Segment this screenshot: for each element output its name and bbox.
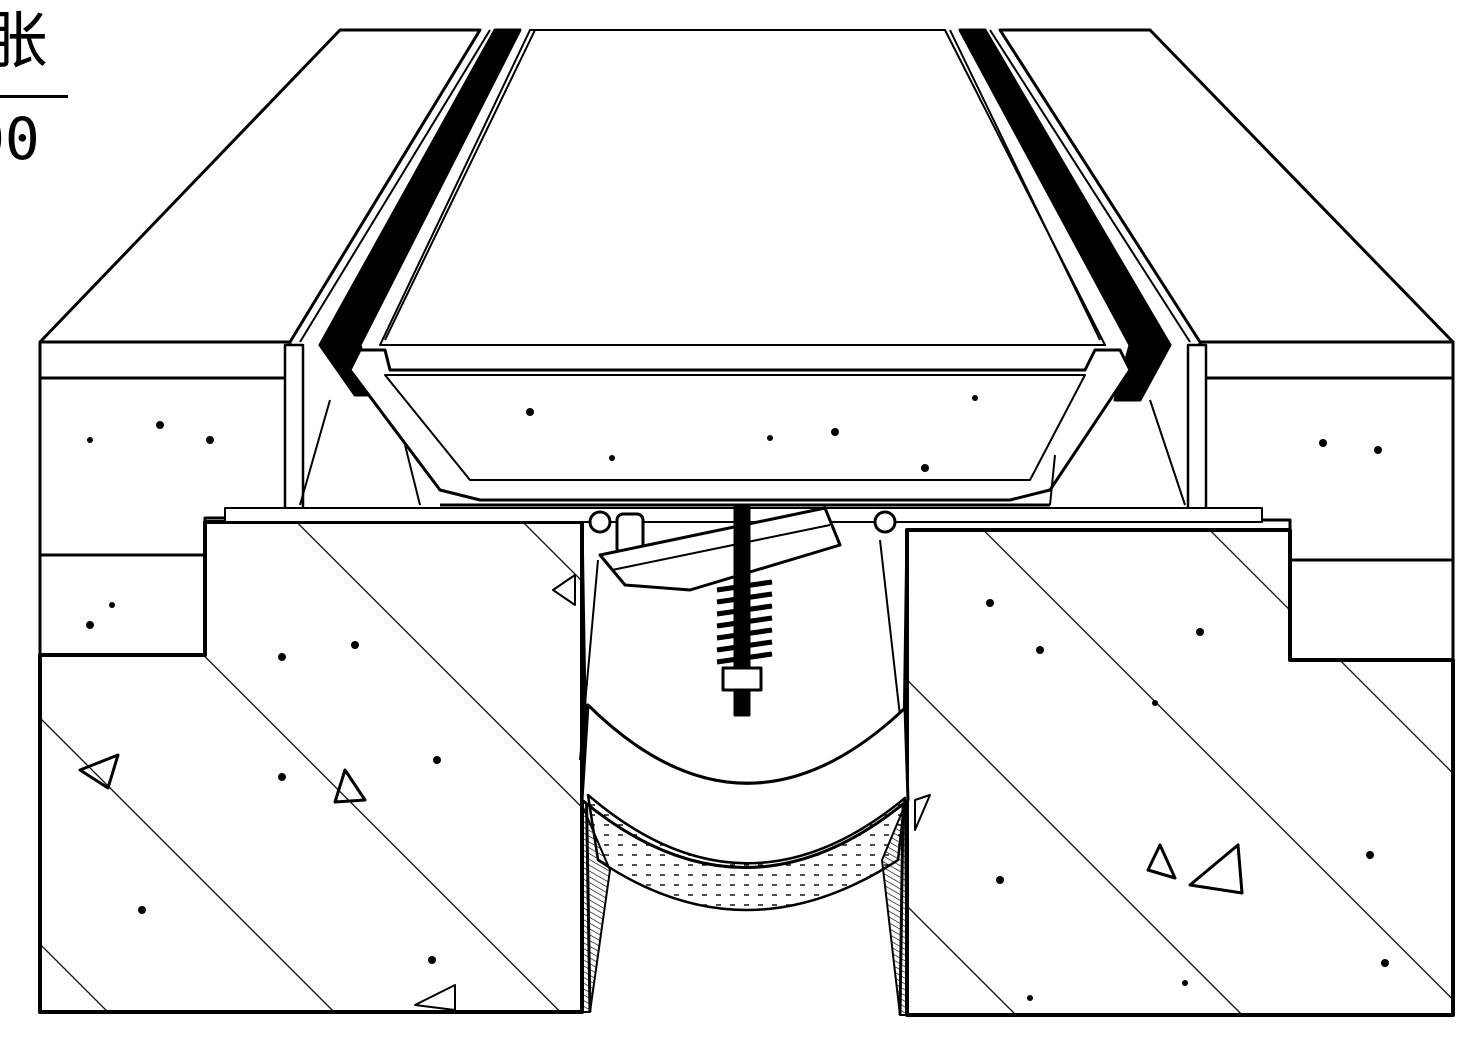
- right-edge-angle: [1186, 343, 1208, 522]
- left-seal: [318, 28, 522, 397]
- spring-nut: [721, 666, 763, 692]
- caption-numerator: 胀: [0, 4, 49, 77]
- spring-coil: [716, 579, 773, 665]
- bracket: [598, 506, 842, 592]
- right-bolt-head: [873, 510, 897, 534]
- right-rebate: [1288, 558, 1455, 662]
- left-sealant: [581, 804, 611, 1013]
- caption-fraction-bar: [0, 95, 68, 98]
- right-slab-surface: [1198, 340, 1455, 380]
- left-slab-surface: [38, 340, 292, 380]
- right-sealant: [881, 804, 908, 1016]
- left-edge-angle: [283, 343, 305, 522]
- caption-denominator: 00: [0, 105, 40, 173]
- right-seal: [958, 28, 1172, 402]
- left-rebate: [38, 553, 207, 657]
- cover-plate-top: [379, 29, 1106, 346]
- left-bolt-head: [588, 510, 612, 534]
